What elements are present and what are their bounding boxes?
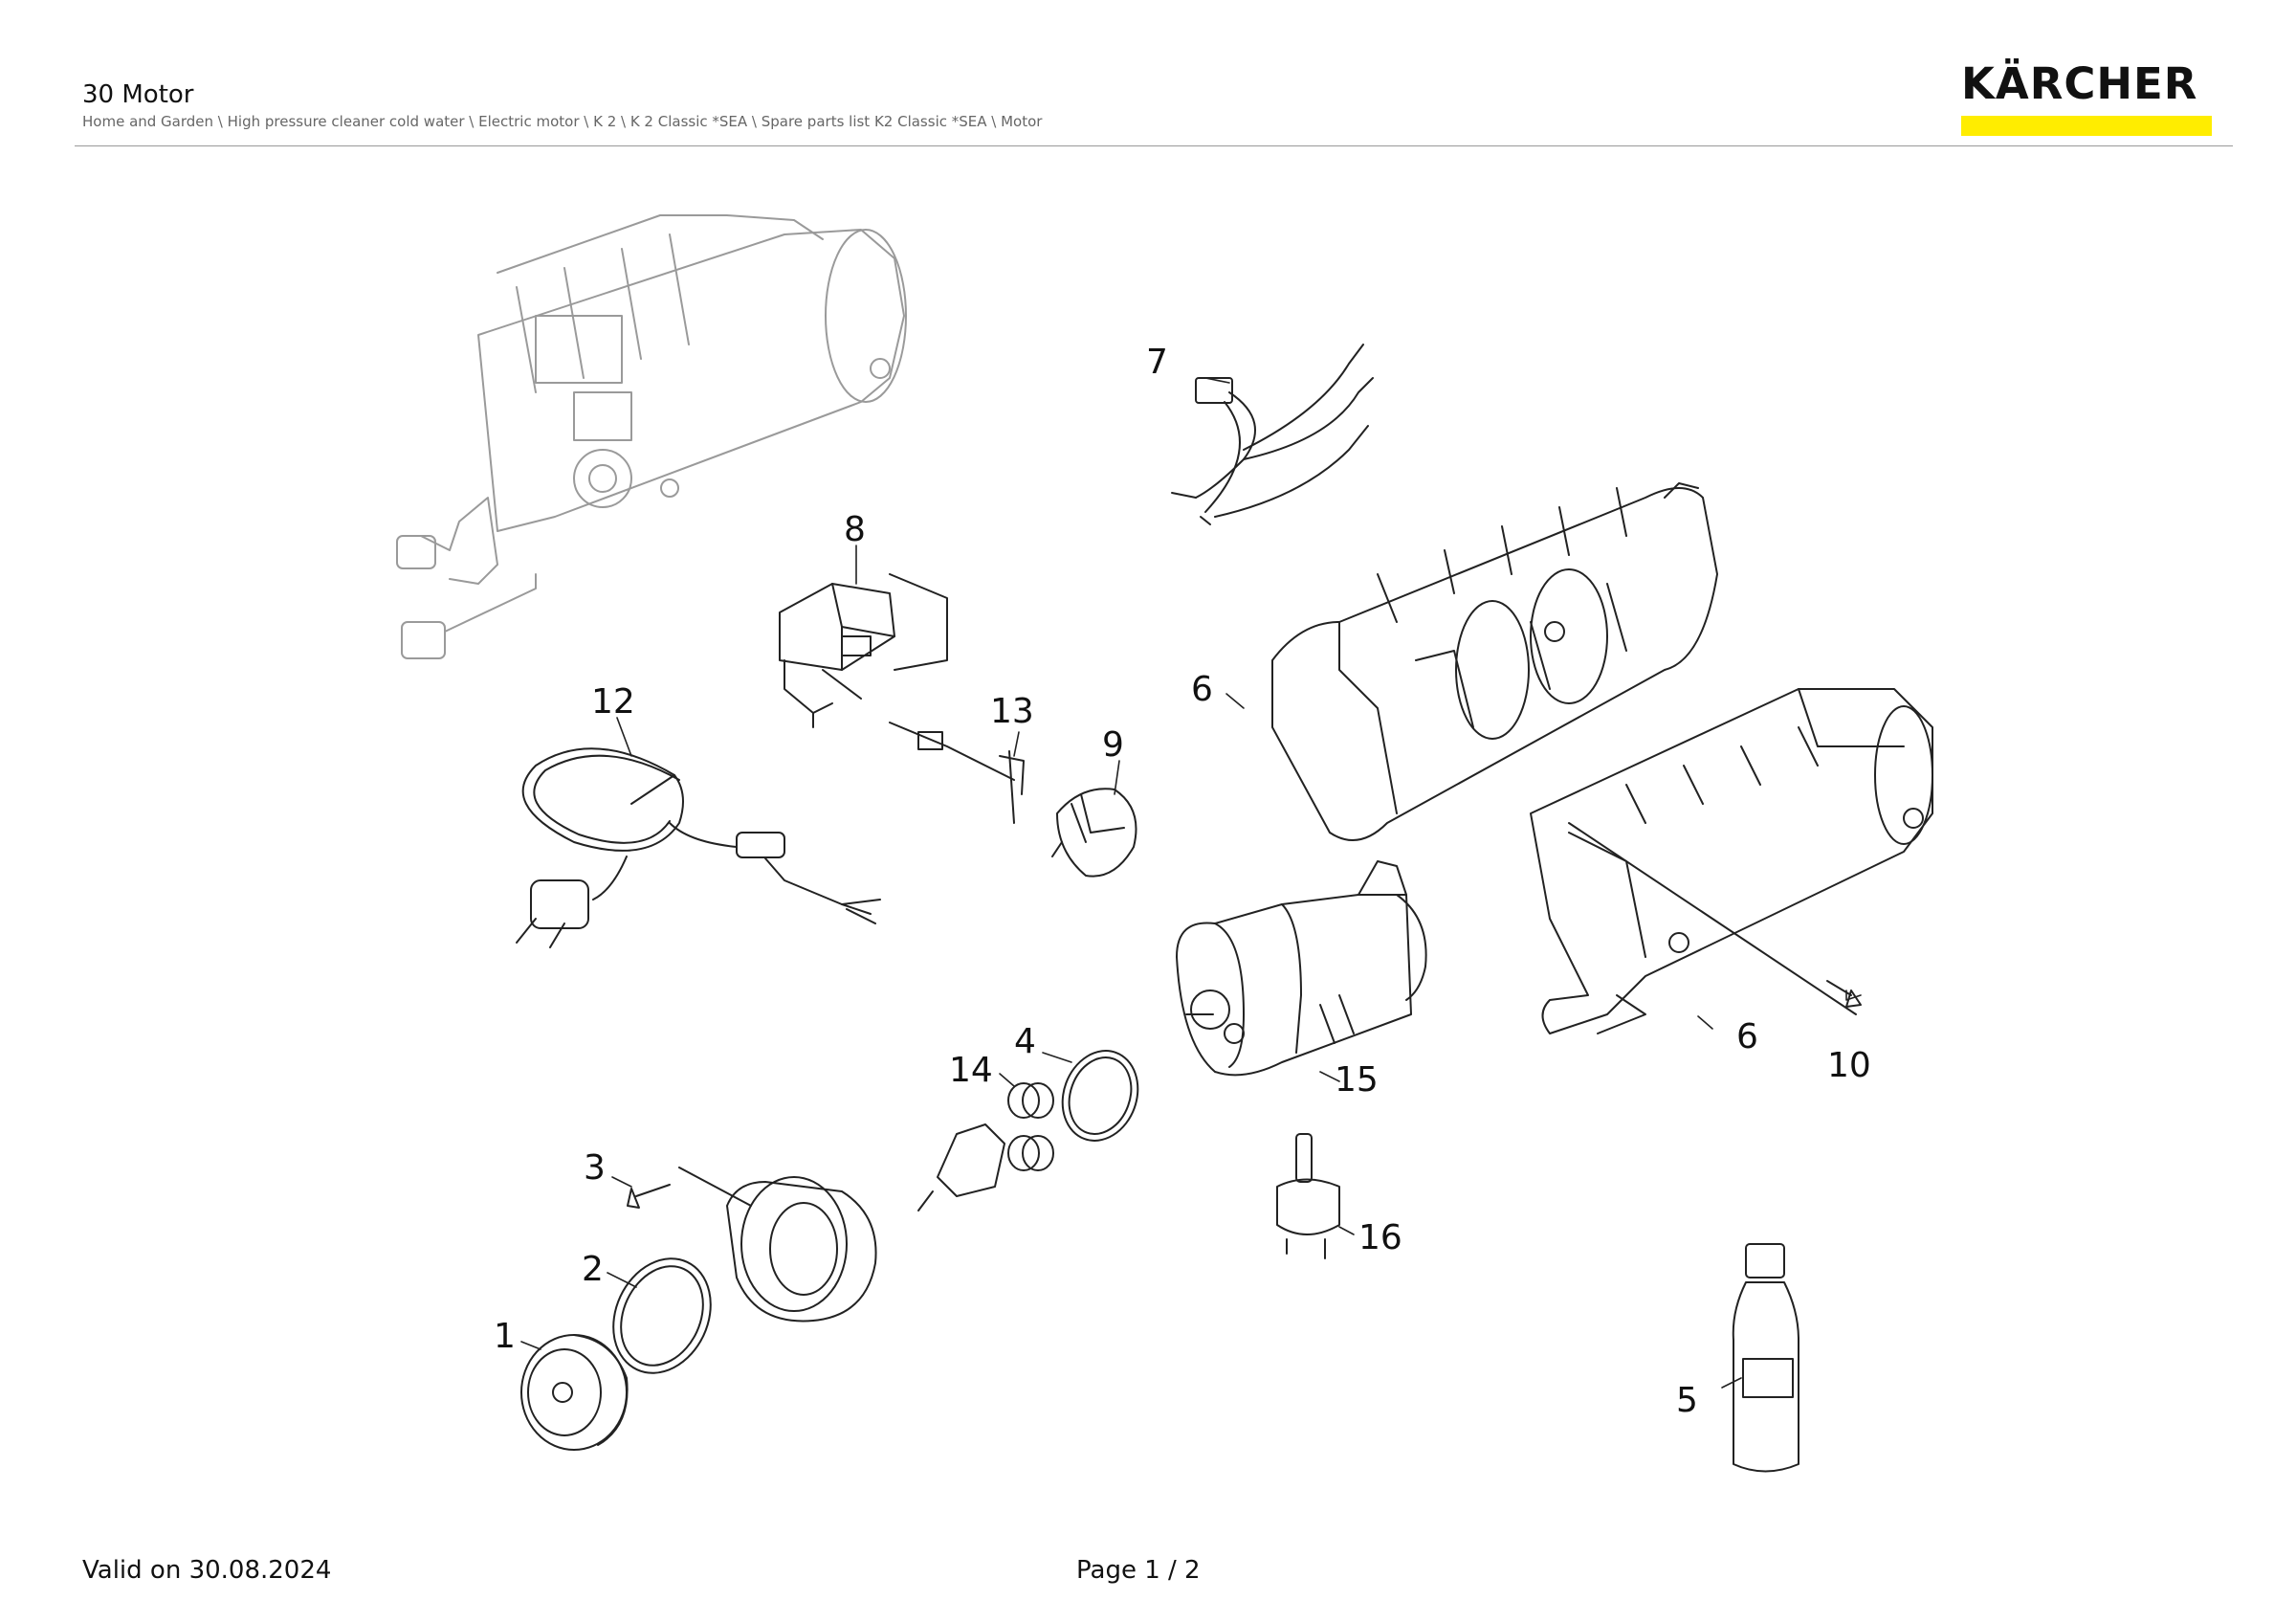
page-title: 30 Motor — [82, 80, 194, 109]
part-1-cap — [520, 1334, 629, 1451]
logo-yellow-bar — [1961, 116, 2212, 136]
part-5-oil-bottle — [1732, 1243, 1799, 1473]
callout-5: 5 — [1676, 1381, 1698, 1420]
part-6-housing-upper — [1271, 482, 1718, 841]
part-16-damper — [1276, 1133, 1340, 1259]
part-8-switch — [779, 573, 948, 728]
breadcrumb: Home and Garden \ High pressure cleaner … — [82, 113, 1043, 130]
part-14-gears — [917, 1082, 1054, 1212]
callout-1: 1 — [494, 1317, 516, 1356]
part-3-screw — [627, 1184, 671, 1209]
callout-14: 14 — [949, 1051, 993, 1090]
callout-15: 15 — [1335, 1060, 1379, 1100]
part-10-screw — [1826, 980, 1862, 1008]
callout-7: 7 — [1146, 343, 1168, 382]
part-13-pin — [889, 722, 1025, 824]
callout-16: 16 — [1358, 1218, 1402, 1257]
callout-9: 9 — [1102, 725, 1124, 765]
part-7-wiring — [1171, 344, 1374, 525]
part-12-power-cord — [516, 747, 881, 948]
page-header: 30 Motor Home and Garden \ High pressure… — [0, 0, 2296, 153]
header-divider — [75, 145, 2233, 146]
part-4-o-ring — [1061, 1050, 1139, 1142]
callout-4: 4 — [1014, 1022, 1036, 1061]
footer-valid-date: Valid on 30.08.2024 — [82, 1556, 332, 1585]
callout-6a: 6 — [1191, 670, 1213, 709]
part-6-housing-lower — [1530, 688, 1933, 1034]
leader-lines — [520, 377, 1862, 1389]
part-15-motor — [1176, 860, 1427, 1077]
part-9-knob — [1051, 788, 1137, 878]
karcher-logo: KÄRCHER — [1961, 59, 2215, 138]
callout-12: 12 — [591, 682, 635, 722]
callout-3: 3 — [584, 1148, 606, 1188]
callout-8: 8 — [844, 510, 866, 549]
logo-text: KÄRCHER — [1961, 58, 2198, 109]
callout-10: 10 — [1827, 1046, 1871, 1085]
callout-13: 13 — [990, 692, 1034, 731]
footer-page-number: Page 1 / 2 — [1076, 1556, 1201, 1585]
assembled-unit-illustration — [396, 214, 907, 659]
callout-2: 2 — [582, 1250, 604, 1289]
callout-6b: 6 — [1736, 1017, 1758, 1056]
part-2-o-ring — [612, 1257, 712, 1374]
motor-flange — [678, 1167, 877, 1323]
